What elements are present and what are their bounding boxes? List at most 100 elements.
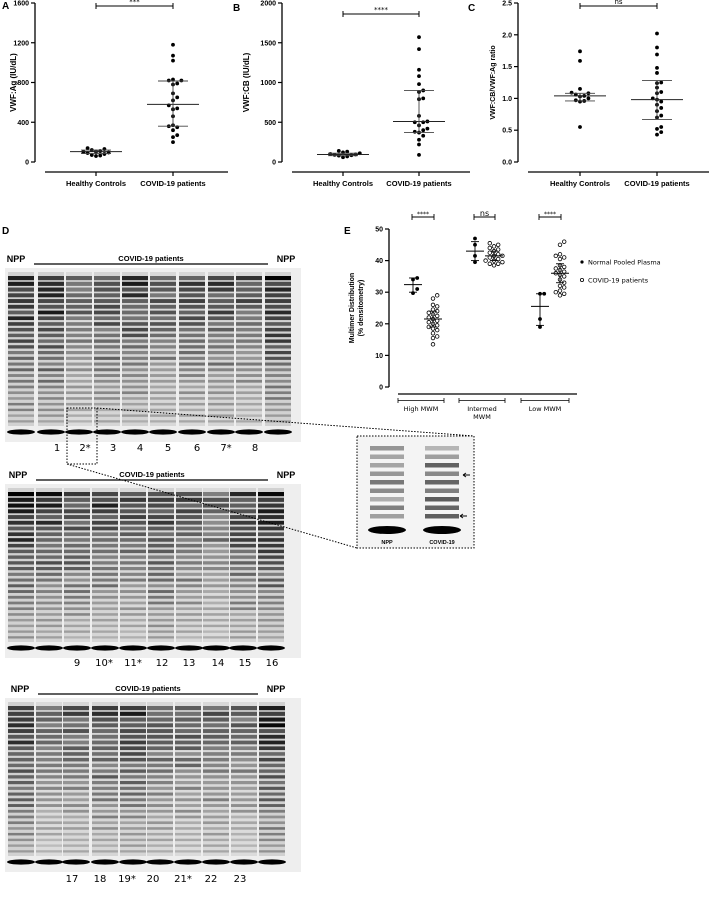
gel-band: [265, 287, 291, 292]
gel-band: [66, 420, 92, 423]
gel-band: [231, 769, 257, 773]
gel-band: [203, 567, 229, 571]
covid-point: [553, 266, 558, 271]
lane-number: 4: [137, 443, 143, 454]
gel-band: [8, 827, 34, 830]
gel-band: [120, 706, 146, 711]
gel-band: [66, 310, 92, 315]
gel-band: [120, 549, 146, 554]
gel-band: [176, 543, 202, 548]
gel-lane: [121, 272, 149, 435]
gel-band: [231, 804, 257, 807]
x-category-label: Low MWM: [529, 405, 562, 413]
gel-band: [231, 798, 257, 802]
gel-band: [203, 844, 229, 847]
gel-band: [92, 607, 118, 611]
gel-band: [66, 327, 92, 332]
gel-band: [8, 723, 34, 728]
covid-point: [435, 293, 440, 298]
gel-lane: [91, 702, 119, 865]
gel-band: [148, 532, 174, 537]
gel-band: [120, 618, 146, 622]
gel-band: [147, 792, 173, 796]
significance-label: ****: [417, 211, 429, 218]
gel-band: [66, 281, 92, 286]
lane-number: 7*: [220, 443, 231, 454]
gel-band: [203, 746, 229, 751]
gel-band: [265, 345, 291, 349]
gel-band: [259, 729, 285, 733]
gel-band: [36, 804, 62, 807]
patients-label: COVID-19 patients: [118, 254, 183, 263]
lane-smear: [147, 702, 173, 856]
gel-band: [208, 402, 234, 406]
gel-band: [92, 520, 118, 525]
gel-band: [8, 792, 34, 796]
gel-band: [147, 729, 173, 733]
gel-band: [92, 567, 118, 571]
gel-band: [236, 333, 262, 338]
gel-band: [36, 717, 62, 722]
lane-smear: [203, 702, 229, 856]
gel-band: [122, 276, 148, 281]
gel-lane: [119, 488, 147, 651]
gel-band: [66, 345, 92, 349]
gel-band: [147, 734, 173, 739]
gel-band: [236, 391, 262, 395]
gel-band: [120, 786, 146, 790]
gel-band: [120, 520, 146, 525]
lane-smear: [203, 488, 229, 642]
gel-band: [265, 362, 291, 366]
lane-smear: [120, 488, 146, 642]
gel-band: [8, 717, 34, 722]
inset-band: [425, 488, 459, 493]
gel-band: [179, 316, 205, 321]
gel-band: [120, 798, 146, 802]
gel-band: [36, 775, 62, 779]
gel-band: [259, 775, 285, 779]
gel-band: [236, 379, 262, 383]
y-tick-label: 1000: [260, 80, 276, 87]
gel-band: [147, 775, 173, 779]
gel-band: [175, 729, 201, 733]
gel-band: [230, 607, 256, 611]
gel-band: [148, 492, 174, 497]
gel-band: [203, 578, 229, 582]
gel-band: [176, 578, 202, 582]
patients-label: COVID-19 patients: [115, 684, 180, 693]
gel-band: [230, 492, 256, 497]
gel-bottom-band: [119, 859, 147, 865]
gel-band: [179, 356, 205, 360]
gel-band: [208, 327, 234, 332]
data-point: [171, 58, 175, 63]
gel-band: [203, 838, 229, 842]
y-axis-label: Multimer Distribution: [349, 273, 356, 343]
gel-band: [94, 310, 120, 315]
y-tick-label: 1.5: [502, 64, 512, 71]
gel-band: [175, 838, 201, 842]
gel-band: [92, 509, 118, 514]
gel-band: [38, 299, 64, 303]
gel-bottom-band: [7, 429, 35, 435]
zoom-region-box: [66, 407, 98, 465]
gel-band: [66, 374, 92, 377]
lane-number: 15: [239, 658, 252, 669]
gel-band: [36, 509, 62, 514]
gel-band: [236, 402, 262, 406]
gel-band: [203, 786, 229, 790]
gel-band: [64, 532, 90, 537]
inset-band: [370, 446, 404, 451]
gel-band: [36, 624, 62, 628]
gel-band: [8, 752, 34, 756]
gel-band: [259, 723, 285, 728]
gel-band: [8, 798, 34, 802]
gel-band: [120, 740, 146, 745]
gel-band: [92, 757, 118, 762]
data-point: [94, 154, 98, 158]
gel-band: [258, 584, 284, 588]
gel-band: [8, 775, 34, 779]
gel-band: [203, 561, 229, 565]
gel-band: [175, 757, 201, 762]
gel-band: [64, 538, 90, 542]
